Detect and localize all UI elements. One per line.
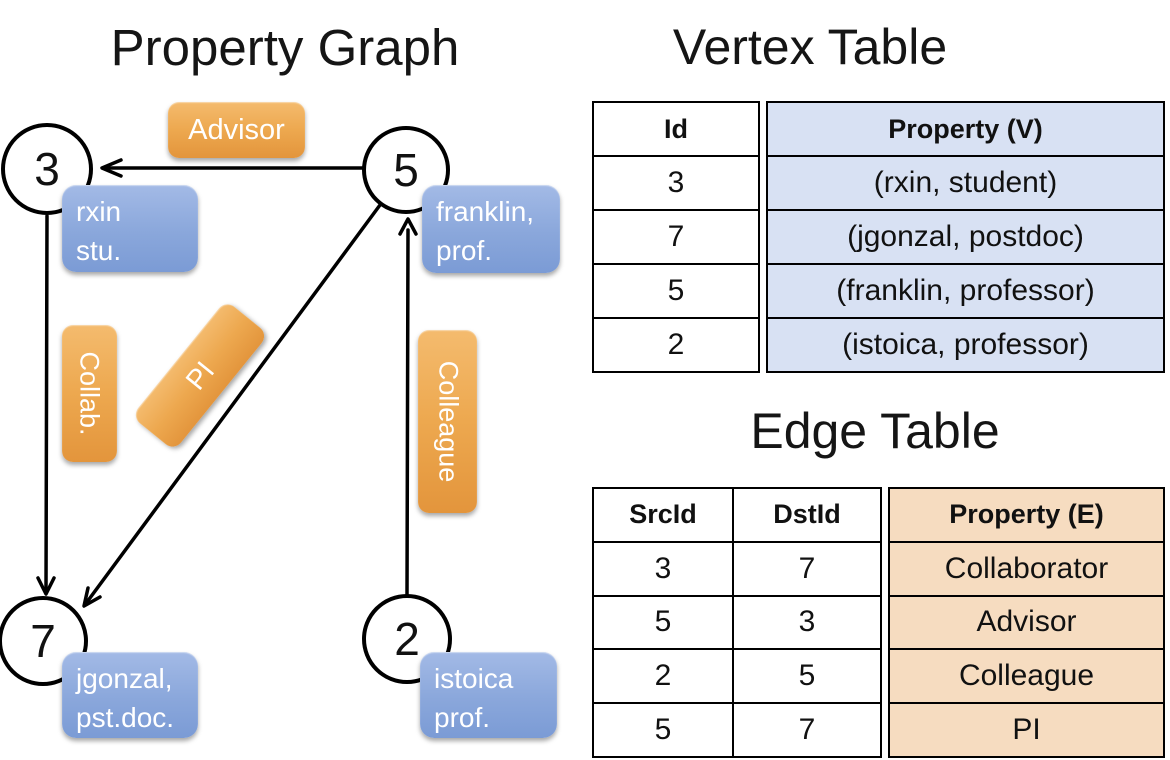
vertex-property-box-2: istoica prof. — [420, 652, 557, 738]
vertex-table-id-column: Id 3 7 5 2 — [594, 103, 758, 371]
edge-table-row-srcid: 3 — [594, 540, 732, 595]
vertex-property-3-line2: stu. — [76, 234, 122, 266]
edge-label-advisor-text: Advisor — [188, 113, 285, 146]
edge-table-row-srcid: 2 — [594, 648, 732, 702]
edge-table-header-property: Property (E) — [949, 499, 1104, 530]
vertex-property-5-line2: prof. — [436, 234, 493, 266]
edge-label-colleague-text: Colleague — [433, 360, 463, 483]
vertex-node-7-id: 7 — [30, 615, 56, 667]
edge-table-dstid-column: DstId 7 3 5 7 — [732, 489, 880, 756]
vertex-table-row-property: (istoica, professor) — [768, 317, 1163, 371]
edge-table-row-property: Collaborator — [890, 540, 1163, 595]
edge-table-row-property: PI — [890, 702, 1163, 756]
edge-table-header-dstid: DstId — [773, 499, 841, 530]
edge-table-row-dstid: 7 — [734, 540, 880, 595]
edge-label-collab: Collab. — [62, 325, 117, 462]
edge-table-row-property: Advisor — [890, 594, 1163, 649]
vertex-node-2-id: 2 — [394, 613, 420, 665]
vertex-table-row-id: 2 — [594, 317, 758, 371]
edge-3-to-7-arrowhead-icon — [36, 576, 56, 596]
edge-table-row-srcid: 5 — [594, 702, 732, 756]
edge-5-to-7-line — [85, 203, 382, 604]
vertex-table-title: Vertex Table — [672, 19, 948, 75]
vertex-table-header-property: Property (V) — [888, 113, 1043, 144]
vertex-table-row-id: 5 — [594, 263, 758, 317]
vertex-property-7-line2: pst.doc. — [76, 701, 175, 733]
vertex-table-row-id: 7 — [594, 209, 758, 263]
edge-table-property-block: Property (E) Collaborator Advisor Collea… — [888, 487, 1165, 758]
edge-table-row-property: Colleague — [890, 648, 1163, 702]
edge-table-title: Edge Table — [750, 403, 1000, 459]
vertex-property-box-3: rxin stu. — [62, 185, 198, 272]
vertex-node-2: 2 — [362, 594, 452, 684]
vertex-table-row-property: (jgonzal, postdoc) — [768, 209, 1163, 263]
edge-5-to-7-arrowhead-icon — [82, 586, 102, 608]
vertex-table-row-id: 3 — [594, 155, 758, 209]
edge-label-collab-text: Collab. — [75, 351, 106, 436]
edge-2-to-5-line — [405, 228, 410, 596]
property-graph-title: Property Graph — [110, 19, 460, 76]
vertex-table-row-property: (rxin, student) — [768, 155, 1163, 209]
vertex-table-property-column: Property (V) (rxin, student) (jgonzal, p… — [768, 103, 1163, 371]
edge-label-pi-text: PI — [179, 355, 220, 396]
edge-table-property-column: Property (E) Collaborator Advisor Collea… — [890, 489, 1163, 756]
vertex-node-3-id: 3 — [34, 143, 60, 195]
vertex-table-row-property: (franklin, professor) — [768, 263, 1163, 317]
edge-3-to-7-line — [44, 214, 49, 592]
vertex-table-property-block: Property (V) (rxin, student) (jgonzal, p… — [766, 101, 1165, 373]
vertex-table-id-block: Id 3 7 5 2 — [592, 101, 760, 373]
vertex-property-box-5: franklin, prof. — [422, 185, 560, 273]
vertex-property-2-line2: prof. — [434, 701, 491, 733]
vertex-property-7-line1: jgonzal, — [76, 663, 173, 694]
edge-table-srcid-column: SrcId 3 5 2 5 — [594, 489, 732, 756]
vertex-table-header-id: Id — [664, 113, 688, 144]
vertex-property-5-line1: franklin, — [436, 196, 535, 227]
edge-table-row-dstid: 7 — [734, 702, 880, 756]
edge-table-ids-block: SrcId 3 5 2 5 DstId 7 3 5 7 — [592, 487, 882, 758]
vertex-node-5-id: 5 — [393, 144, 419, 196]
vertex-property-2-line1: istoica — [434, 663, 514, 694]
vertex-property-3-line1: rxin — [76, 196, 122, 227]
edge-5-to-3-arrowhead-icon — [100, 158, 123, 178]
edge-table-row-dstid: 3 — [734, 594, 880, 649]
edge-label-colleague: Colleague — [418, 330, 477, 513]
edge-table-row-srcid: 5 — [594, 594, 732, 649]
vertex-property-box-7: jgonzal, pst.doc. — [62, 652, 198, 738]
edge-2-to-5-arrowhead-icon — [398, 217, 418, 236]
edge-table-row-dstid: 5 — [734, 648, 880, 702]
edge-table-header-srcid: SrcId — [629, 499, 697, 530]
edge-label-advisor: Advisor — [168, 102, 305, 158]
